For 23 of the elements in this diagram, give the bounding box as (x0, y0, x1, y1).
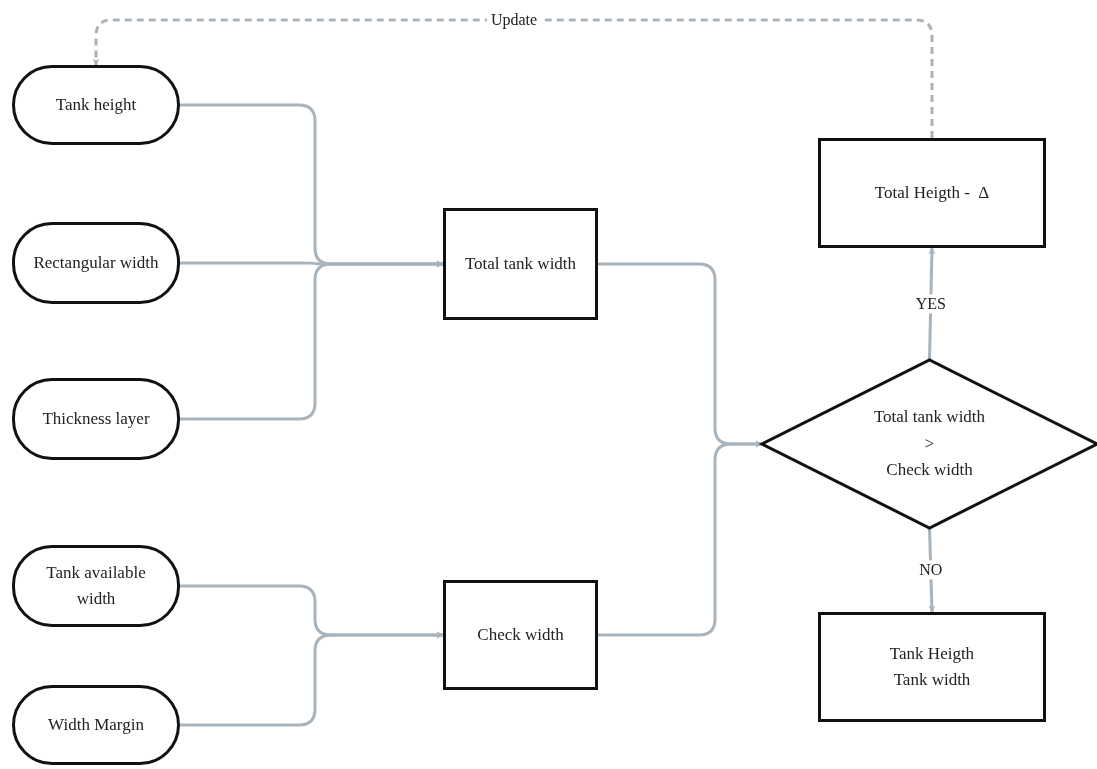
node-label: Check width (477, 623, 564, 646)
process-box (443, 580, 598, 690)
node-label: Total tank width (464, 252, 577, 275)
node-label: Tank width (893, 669, 971, 691)
decision-diamond (762, 360, 1097, 528)
node-label: > (924, 432, 935, 455)
arrow (180, 260, 444, 421)
node-label: Check width (886, 459, 973, 482)
node-label: Tank Heigth (889, 642, 975, 665)
process-box (818, 612, 1046, 722)
arrow (180, 631, 444, 727)
process-box (443, 208, 598, 320)
node-label: Tank available width (45, 561, 147, 610)
node-label: Rectangular width (33, 251, 159, 274)
dashed-arrow (92, 18, 934, 138)
node-label: Tank height (55, 93, 137, 116)
node-label: Width Margin (48, 713, 144, 736)
edge-label: Update (486, 10, 542, 30)
node-label: Total Heigth - Δ (874, 181, 990, 204)
node-label: Thickness layer (42, 407, 150, 430)
node-label: Total tank width (873, 406, 986, 429)
arrow (598, 440, 763, 637)
process-box (818, 138, 1046, 248)
